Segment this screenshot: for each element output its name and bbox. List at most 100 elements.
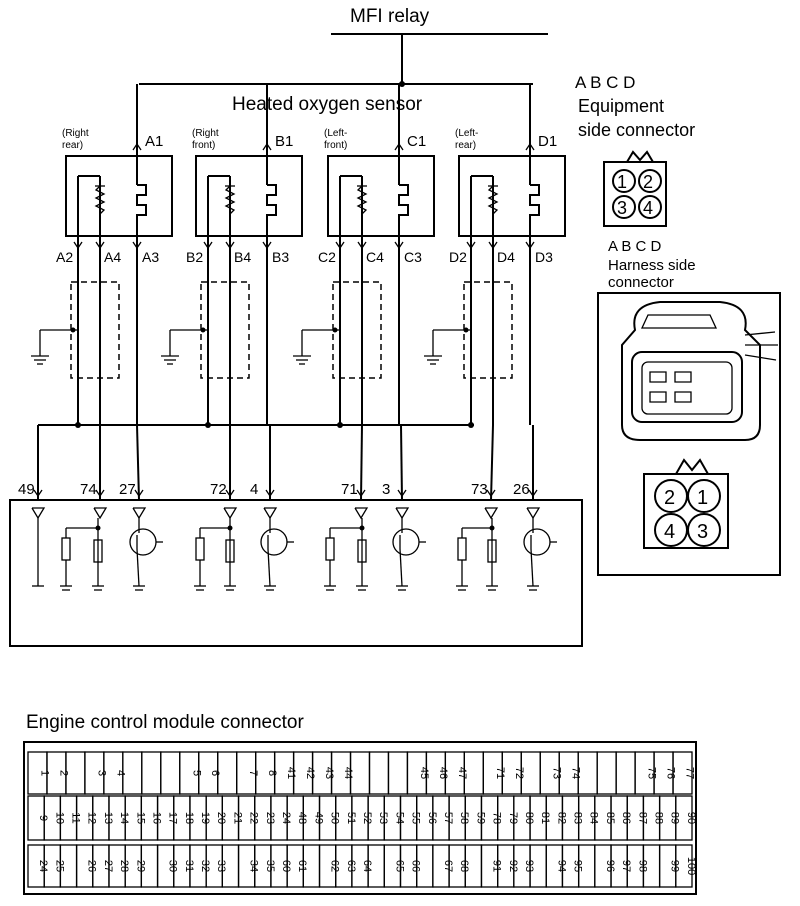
ecm-pin-number: 96: [604, 860, 616, 872]
ecm-pin-cell: [596, 751, 617, 795]
mfi-relay-title: MFI relay: [350, 6, 430, 27]
ecm-pin-cell: 67: [432, 844, 454, 888]
sensor-position-label: front): [324, 140, 347, 151]
ecm-pin-cell: [387, 751, 409, 795]
sensor-position-label: (Left-: [324, 128, 347, 139]
ecm-pin-number: 41: [285, 767, 297, 779]
ecm-pin-number: 5: [190, 770, 202, 776]
ecm-pin-number: 81: [539, 812, 551, 824]
ecm-pin-number: 12: [86, 812, 98, 824]
ecm-pin-number: 28: [118, 860, 130, 872]
ecm-pin-number: 67: [442, 860, 454, 872]
sensor-position-label: rear): [62, 140, 83, 151]
ecm-pin-number: 7: [247, 770, 259, 776]
ecm-pin-number: 19: [199, 812, 211, 824]
harness-pin-1: 1: [697, 487, 708, 509]
ecm-pin-cell: 96: [594, 844, 616, 888]
ecm-pin-number: 60: [280, 860, 292, 872]
harness-side-connector: A B C D Harness side connector 2 1 4 3: [597, 238, 781, 576]
ecm-terminal-label: 72: [210, 481, 227, 498]
ecm-pin-cell: 24: [27, 844, 49, 888]
ecm-pin-number: 6: [209, 770, 221, 776]
ecm-pin-cell: 100: [675, 844, 697, 888]
sensor-top-pin-label: C1: [407, 133, 426, 150]
ecm-pin-cell: 9: [27, 795, 49, 841]
ecm-pin-number: 31: [183, 860, 195, 872]
sensor-top-pin-label: B1: [275, 133, 293, 150]
sensor-top-pin-label: D1: [538, 133, 557, 150]
ecm-pin-number: 95: [572, 860, 584, 872]
equipment-label-line1: Equipment: [578, 96, 664, 116]
equipment-pin-3: 3: [617, 198, 627, 218]
ecm-pin-number: 8: [266, 770, 278, 776]
ecm-pin-number: 22: [248, 812, 260, 824]
sensor-pin-label: B4: [234, 249, 251, 265]
ecm-pin-number: 23: [264, 812, 276, 824]
ecm-terminal-label: 74: [80, 481, 97, 498]
sensor-pin-label: C3: [404, 249, 422, 265]
ecm-pin-number: 93: [523, 860, 535, 872]
ecm-pin-cell: 94: [545, 844, 567, 888]
ecm-pin-number: 2: [57, 770, 69, 776]
ecm-pin-number: 26: [86, 860, 98, 872]
ecm-pin-number: 61: [296, 860, 308, 872]
equipment-side-connector: A B C D Equipment side connector 1 2 3 4: [575, 73, 695, 227]
sensor-title: Heated oxygen sensor: [232, 94, 423, 115]
sensor-position-label: front): [192, 140, 215, 151]
ecm-pin-number: 43: [323, 767, 335, 779]
ecm-pin-number: 55: [410, 812, 422, 824]
ecm-pin-cell: 91: [480, 844, 503, 888]
sensor-position-label: rear): [455, 140, 476, 151]
ecm-terminal-label: 49: [18, 481, 35, 498]
ecm-internal-circuit: [60, 518, 163, 591]
ecm-pin-number: 62: [329, 860, 341, 872]
ecm-pin-cell: 77: [672, 751, 696, 795]
ecm-pin-number: 25: [53, 860, 65, 872]
sensor-position-label: (Right: [62, 128, 89, 139]
sensor-pin-label: D3: [535, 249, 553, 265]
ecm-pin-number: 49: [312, 812, 324, 824]
ecm-pin-number: 65: [393, 860, 405, 872]
ecm-terminal-label: 73: [471, 481, 488, 498]
ecm-pin-number: 73: [551, 767, 563, 779]
ecm-pin-number: 92: [507, 860, 519, 872]
sensor-pin-label: A3: [142, 249, 159, 265]
ecm-pin-number: 76: [665, 767, 677, 779]
ecm-pin-number: 27: [102, 860, 114, 872]
ecm-pin-cell: 90: [675, 795, 697, 841]
ecm-pin-number: 33: [215, 860, 227, 872]
ecm-pin-number: 85: [604, 812, 616, 824]
sensor-pin-label: B3: [272, 249, 289, 265]
ecm-pin-number: 44: [342, 767, 354, 779]
sensor-pin-label: D2: [449, 249, 467, 265]
equipment-pin-4: 4: [643, 198, 653, 218]
ecm-pin-number: 14: [118, 812, 130, 824]
ecm-terminal-72: 72: [210, 425, 238, 520]
sensor-pin-label: B2: [186, 249, 203, 265]
ecm-pin-number: 15: [134, 812, 146, 824]
ecm-pin-number: 30: [167, 860, 179, 872]
ecm-pin-number: 35: [264, 860, 276, 872]
ecm-pin-cell: [615, 751, 636, 795]
harness-pin-4: 4: [664, 521, 675, 543]
ecm-pin-number: 84: [588, 812, 600, 824]
ecm-pin-number: 87: [636, 812, 648, 824]
ecm-terminal-label: 26: [513, 481, 530, 498]
ecm-terminal-71: 71: [341, 424, 369, 520]
ecm-pin-number: 68: [458, 860, 470, 872]
ecm-terminal-74: 74: [80, 425, 108, 520]
equipment-pin-2: 2: [643, 172, 653, 192]
ecm-pin-number: 9: [37, 815, 49, 821]
ecm-pin-number: 58: [458, 812, 470, 824]
ecm-pin-number: 57: [442, 812, 454, 824]
ecm-pin-number: 97: [620, 860, 632, 872]
ecm-pin-number: 29: [134, 860, 146, 872]
ecm-terminal-73: 73: [471, 424, 499, 520]
ecm-pin-number: 99: [669, 860, 681, 872]
ecm-pin-number: 88: [653, 812, 665, 824]
ecm-connector-title: Engine control module connector: [26, 712, 304, 733]
